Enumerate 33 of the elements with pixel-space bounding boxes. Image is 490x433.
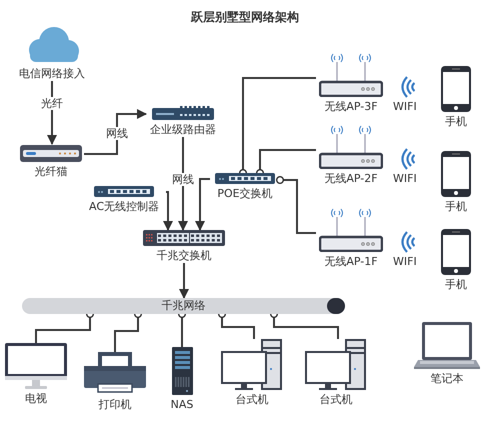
device-label: 电信网络接入 — [18, 67, 86, 81]
device-label: 电视 — [24, 392, 48, 406]
edge-label: 网线 — [171, 173, 195, 186]
edge-label: 网线 — [105, 127, 129, 140]
device-label: 手机 — [444, 200, 468, 214]
device-label: AC无线控制器 — [88, 200, 160, 214]
wifi-label: WIFI — [393, 172, 417, 185]
edge-label: 光纤 — [40, 97, 64, 110]
device-label: 无线AP-2F — [323, 172, 379, 186]
connector — [163, 191, 173, 231]
network-bus: 千兆网络 — [22, 298, 345, 314]
connector — [84, 109, 147, 155]
device-label: 台式机 — [318, 393, 354, 407]
connector — [47, 81, 57, 145]
wifi-label: WIFI — [393, 255, 417, 268]
device-label: NAS — [170, 398, 194, 412]
device-label: 无线AP-3F — [323, 100, 379, 114]
diagram-title: 跃层别墅型网络架构 — [190, 9, 300, 26]
connector — [195, 178, 210, 231]
device-label: 企业级路由器 — [149, 123, 217, 137]
wifi-label: WIFI — [393, 100, 417, 113]
device-label: 打印机 — [98, 398, 132, 412]
device-label: 千兆交换机 — [156, 249, 212, 263]
device-label: 无线AP-1F — [323, 255, 379, 269]
device-label: 笔记本 — [430, 372, 464, 386]
device-label: 台式机 — [234, 393, 270, 407]
device-label: 手机 — [444, 115, 468, 129]
device-label: 手机 — [444, 278, 468, 292]
connector — [178, 137, 188, 231]
connector — [179, 263, 189, 299]
device-label: POE交换机 — [216, 187, 274, 201]
connector — [276, 176, 316, 234]
device-label: 光纤猫 — [34, 165, 68, 179]
